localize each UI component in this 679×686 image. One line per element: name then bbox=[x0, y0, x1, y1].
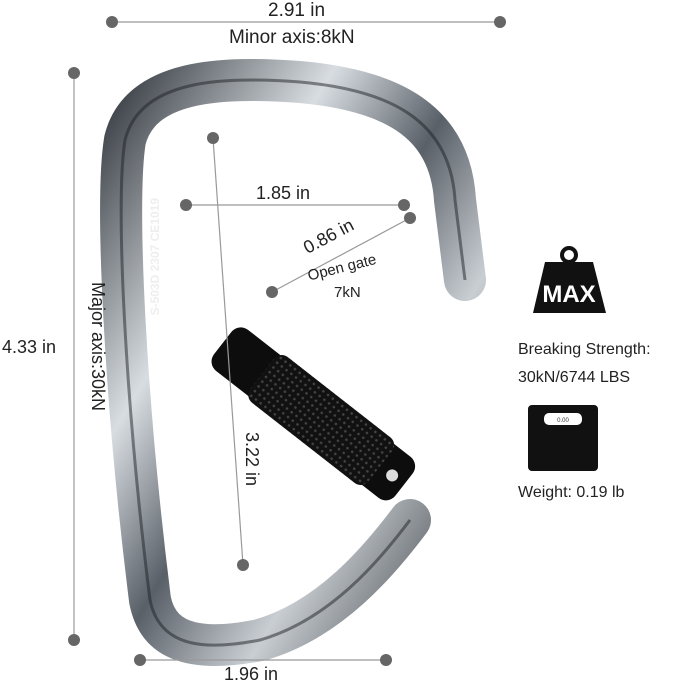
open-gate-strength: 7kN bbox=[334, 284, 361, 301]
minor-axis-label: Minor axis:8kN bbox=[229, 27, 355, 48]
scale-display: 0.00 bbox=[557, 418, 569, 424]
scale-icon bbox=[528, 405, 598, 471]
breaking-strength-value: 30kN/6744 LBS bbox=[518, 369, 631, 386]
max-icon-text: MAX bbox=[542, 281, 595, 308]
engraving-text: S-503D 2307 CE1019 bbox=[148, 198, 162, 316]
max-weight-icon bbox=[533, 246, 606, 313]
dimension-dots bbox=[68, 16, 506, 666]
height-label: 4.33 in bbox=[2, 337, 57, 357]
weight-label: Weight: 0.19 lb bbox=[518, 484, 625, 501]
major-axis-label: Major axis:30kN bbox=[88, 282, 108, 412]
width-top-label: 2.91 in bbox=[268, 0, 326, 21]
inner-height-label: 3.22 in bbox=[242, 432, 262, 487]
dimension-lines bbox=[73, 21, 500, 661]
inner-width-label: 1.85 in bbox=[256, 183, 311, 203]
breaking-strength-label: Breaking Strength: bbox=[518, 341, 651, 358]
bottom-width-label: 1.96 in bbox=[224, 664, 279, 684]
locking-gate bbox=[211, 327, 416, 501]
